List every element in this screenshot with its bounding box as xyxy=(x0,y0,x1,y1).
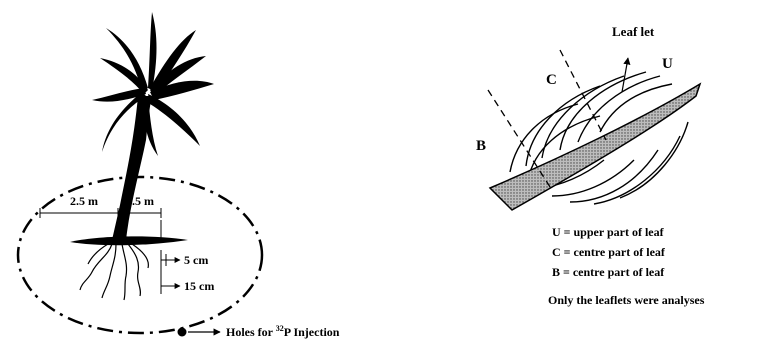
injection-zone-ellipse xyxy=(16,175,264,335)
depth-15cm-label: 15 cm xyxy=(184,279,214,293)
section-b-label: B xyxy=(476,138,486,154)
distance-2-5m-label: 2.5 m xyxy=(70,194,98,208)
depth-markers xyxy=(160,250,181,294)
distance-markers xyxy=(39,208,162,218)
legend-item-upper: U = upper part of leaf xyxy=(552,225,665,239)
section-dividers xyxy=(487,49,607,191)
leaf-illustration xyxy=(488,71,702,211)
leaf-midrib xyxy=(488,82,702,211)
depth-5cm-label: 5 cm xyxy=(184,253,208,267)
analysis-note: Only the leaflets were analyses xyxy=(548,293,705,307)
section-u-label: U xyxy=(662,56,673,72)
distance-1-5m-label: 1.5 m xyxy=(126,194,154,208)
palm-tree-illustration xyxy=(70,12,214,301)
injection-hole-dot xyxy=(177,327,187,337)
legend-item-centre: C = centre part of leaf xyxy=(552,245,666,259)
injection-hole-label: Holes for 32P Injection xyxy=(226,324,340,339)
leaflet-pointer-arrow xyxy=(621,57,631,93)
leaflet-label: Leaf let xyxy=(612,24,655,39)
section-c-label: C xyxy=(546,72,557,88)
legend-item-base: B = centre part of leaf xyxy=(552,265,665,279)
height-marker xyxy=(156,220,166,241)
